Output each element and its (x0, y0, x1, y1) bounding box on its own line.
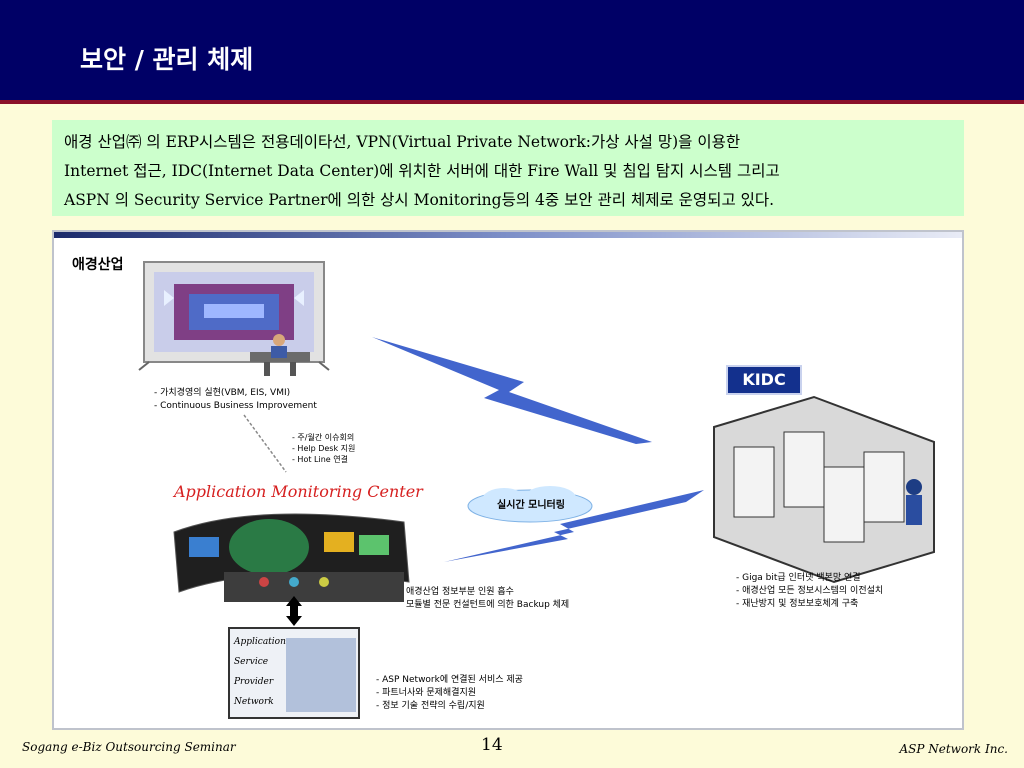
asp-panel (228, 627, 360, 719)
realtime-monitoring-label: 실시간 모니터링 (497, 500, 565, 511)
erp-note-1: - 가치경영의 실현(VBM, EIS, VMI) (154, 388, 291, 398)
kidc-badge: KIDC (726, 365, 802, 395)
diagram-graphics (138, 261, 935, 719)
kidc-notes: - Giga bit급 인터넷 백본망 연결 - 애경산업 모든 정보시스템의 … (736, 572, 883, 611)
backup-notes: 애경산업 정보부분 인원 흡수 모듈별 전문 컨설턴트에 의한 Backup 체… (406, 586, 569, 612)
meeting-note-2: - Help Desk 지원 (292, 444, 356, 453)
kidc-note-2: - 애경산업 모든 정보시스템의 이전설치 (736, 586, 884, 596)
footer-company: ASP Network Inc. (899, 742, 1008, 756)
connector-line (243, 414, 287, 473)
backup-note-2: 모듈별 전문 컨설턴트에 의한 Backup 체제 (406, 600, 570, 610)
erp-note-2: - Continuous Business Improvement (154, 401, 317, 411)
summary-line-3: ASPN 의 Security Service Partner에 의한 상시 M… (64, 191, 775, 209)
kidc-note-3: - 재난방지 및 정보보호체계 구축 (736, 599, 859, 609)
lightning-bolt-bottom (444, 490, 704, 562)
title-bar (0, 0, 1024, 100)
double-arrow (286, 596, 302, 626)
summary-box: 애경 산업㈜ 의 ERP시스템은 전용데이타선, VPN(Virtual Pri… (52, 120, 964, 216)
asp-line-network: Network (234, 697, 274, 707)
asp-line-service: Service (234, 657, 269, 667)
page-number: 14 (481, 735, 503, 755)
backup-note-1: 애경산업 정보부분 인원 흡수 (406, 587, 514, 597)
erp-screen-illustration (138, 261, 330, 371)
monitoring-center-illustration (173, 513, 410, 602)
meeting-note-3: - Hot Line 연결 (292, 455, 348, 464)
erp-notes: - 가치경영의 실현(VBM, EIS, VMI) - Continuous B… (154, 387, 317, 413)
summary-line-2: Internet 접근, IDC(Internet Data Center)에 … (64, 162, 780, 180)
slide-title: 보안 / 관리 체제 (80, 45, 254, 74)
company-label: 애경산업 (72, 257, 124, 273)
asp-acronym: Application Service Provider Network (234, 632, 286, 712)
asp-line-provider: Provider (234, 677, 274, 687)
meeting-notes: - 주/월간 이슈회의 - Help Desk 지원 - Hot Line 연결 (292, 432, 355, 465)
kidc-note-1: - Giga bit급 인터넷 백본망 연결 (736, 573, 861, 583)
operator-illustration (250, 334, 310, 376)
server-room-illustration (713, 395, 935, 584)
asp-note-3: - 정보 기술 전략의 수립/지원 (376, 701, 485, 711)
asp-note-1: - ASP Network에 연결된 서비스 제공 (376, 675, 523, 685)
monitoring-center-label: Application Monitoring Center (174, 482, 423, 501)
asp-note-2: - 파트너사와 문제해결지원 (376, 688, 477, 698)
cloud-shape (467, 486, 593, 523)
meeting-note-1: - 주/월간 이슈회의 (292, 433, 355, 442)
lightning-bolt-top (372, 337, 652, 444)
security-diagram: 애경산업 - 가치경영의 실현(VBM, EIS, VMI) - Continu… (52, 230, 964, 730)
summary-line-1: 애경 산업㈜ 의 ERP시스템은 전용데이타선, VPN(Virtual Pri… (64, 133, 741, 151)
footer-seminar: Sogang e-Biz Outsourcing Seminar (22, 740, 236, 754)
diagram-top-bar (54, 232, 962, 238)
title-underline (0, 100, 1024, 104)
asp-notes: - ASP Network에 연결된 서비스 제공 - 파트너사와 문제해결지원… (376, 674, 523, 713)
asp-line-application: Application (234, 637, 286, 647)
